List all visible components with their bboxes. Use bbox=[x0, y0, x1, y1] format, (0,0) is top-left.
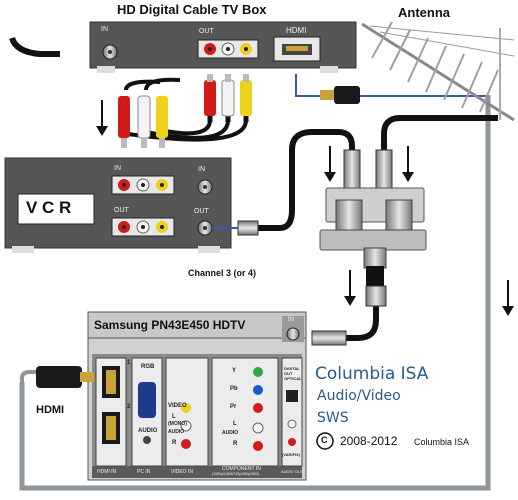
panel-hdmi-in-label: HDMI IN bbox=[97, 469, 117, 475]
arrow-down-icon bbox=[402, 146, 414, 182]
vcr-rf-in-label: IN bbox=[198, 166, 205, 173]
credit-owner: Columbia ISA bbox=[414, 437, 470, 447]
antenna-title: Antenna bbox=[398, 5, 450, 20]
vcr-title: V C R bbox=[26, 198, 72, 217]
panel-rgb-label: RGB bbox=[141, 364, 155, 370]
credit-group: SWS bbox=[317, 410, 349, 426]
arrow-down-icon bbox=[344, 270, 356, 306]
arrow-down-icon bbox=[324, 146, 336, 182]
panel-component-in-label: COMPONENT IN bbox=[222, 466, 261, 472]
panel-pr-label: Pr bbox=[230, 404, 237, 410]
panel-audio-out-label: AUDIO OUT bbox=[281, 469, 304, 474]
tv-audio-out-red-jack[interactable] bbox=[288, 438, 296, 446]
credit-org: Columbia ISA bbox=[315, 364, 429, 384]
panel-mono-label: (MONO) bbox=[168, 421, 187, 427]
tv-component-l-jack[interactable] bbox=[252, 422, 264, 434]
panel-audio-label: AUDIO bbox=[168, 429, 185, 435]
coax-vcr-to-splitter bbox=[255, 129, 355, 231]
hdmi-cable-label: HDMI bbox=[36, 404, 65, 416]
tv-video-yellow-jack[interactable] bbox=[181, 403, 191, 413]
tv-component-r-jack[interactable] bbox=[253, 441, 263, 451]
panel-var-label: (VAR/FIX) bbox=[282, 452, 301, 457]
panel-pc-in-label: PC IN bbox=[137, 469, 151, 475]
tv-component-pr-jack[interactable] bbox=[253, 403, 263, 413]
panel-video-label: VIDEO bbox=[168, 403, 187, 409]
rca-plugs-vcr bbox=[118, 77, 181, 148]
tv-vga-port[interactable] bbox=[138, 382, 156, 418]
panel-pc-audio-label: AUDIO bbox=[138, 428, 158, 434]
panel-component-audio-label: AUDIO bbox=[222, 430, 239, 436]
panel-y-label: Y bbox=[232, 368, 237, 374]
cable-box bbox=[89, 21, 357, 73]
tv-pc-audio-jack[interactable] bbox=[143, 436, 151, 444]
rca-plugs-box bbox=[204, 74, 252, 122]
box-out-label: OUT bbox=[199, 28, 214, 35]
channel-label: Channel 3 (or 4) bbox=[188, 268, 257, 278]
panel-video-in-label: VIDEO IN bbox=[171, 469, 193, 475]
coax-box-input bbox=[9, 36, 60, 57]
tv-component-y-jack[interactable] bbox=[253, 367, 263, 377]
credit-years: 2008-2012 bbox=[340, 434, 398, 448]
panel-r-label: R bbox=[172, 440, 177, 446]
antenna-lead-cable bbox=[19, 95, 491, 491]
vcr-out-label: OUT bbox=[114, 207, 129, 214]
panel-pb-label: Pb bbox=[230, 386, 238, 392]
vcr-rf-out-label: OUT bbox=[194, 208, 209, 215]
panel-digital-out-label: DIGITAL OUT OPTICAL bbox=[284, 366, 302, 381]
tv-rf-in-label: IN bbox=[288, 317, 294, 323]
copyright-symbol: C bbox=[321, 435, 328, 445]
panel-num-2: 2 bbox=[127, 404, 131, 410]
antenna bbox=[361, 21, 515, 122]
tv-coax-plug bbox=[311, 330, 347, 346]
box-in-label: IN bbox=[101, 26, 108, 33]
box-hdmi-lead bbox=[295, 74, 488, 97]
box-hdmi-plug bbox=[320, 86, 360, 104]
tv-optical-port[interactable] bbox=[286, 390, 298, 402]
coax-splitter-to-tv bbox=[346, 294, 379, 341]
copyright-icon bbox=[316, 432, 334, 450]
tv-hdmi-plug bbox=[20, 366, 94, 388]
arrow-down-icon bbox=[96, 100, 108, 136]
credit-dept: Audio/Video bbox=[317, 388, 401, 404]
panel-l-label: L bbox=[172, 414, 176, 420]
tv-component-pb-jack[interactable] bbox=[253, 385, 263, 395]
tv-video-red-jack[interactable] bbox=[181, 439, 191, 449]
cable-box-title: HD Digital Cable TV Box bbox=[117, 2, 267, 17]
vcr-out-coax-plug bbox=[237, 220, 259, 236]
box-hdmi-label: HDMI bbox=[286, 26, 307, 35]
panel-component-res-label: (1080p/1080i/720p/480p/480i) bbox=[212, 472, 259, 476]
vcr bbox=[4, 157, 232, 253]
tv-rf-in-port[interactable] bbox=[286, 327, 300, 341]
tv-title: Samsung PN43E450 HDTV bbox=[94, 318, 246, 332]
panel-num-1: 1 bbox=[127, 360, 131, 366]
tv-panel bbox=[87, 311, 307, 481]
tv-video-white-jack[interactable] bbox=[180, 420, 192, 432]
splitter bbox=[319, 149, 427, 298]
arrow-down-icon bbox=[502, 280, 514, 316]
panel-component-r-label: R bbox=[233, 441, 238, 447]
vcr-in-label: IN bbox=[114, 165, 121, 172]
coax-antenna-to-splitter bbox=[381, 115, 498, 150]
panel-component-l-label: L bbox=[233, 421, 237, 427]
tv-audio-out-white-jack[interactable] bbox=[287, 419, 297, 429]
